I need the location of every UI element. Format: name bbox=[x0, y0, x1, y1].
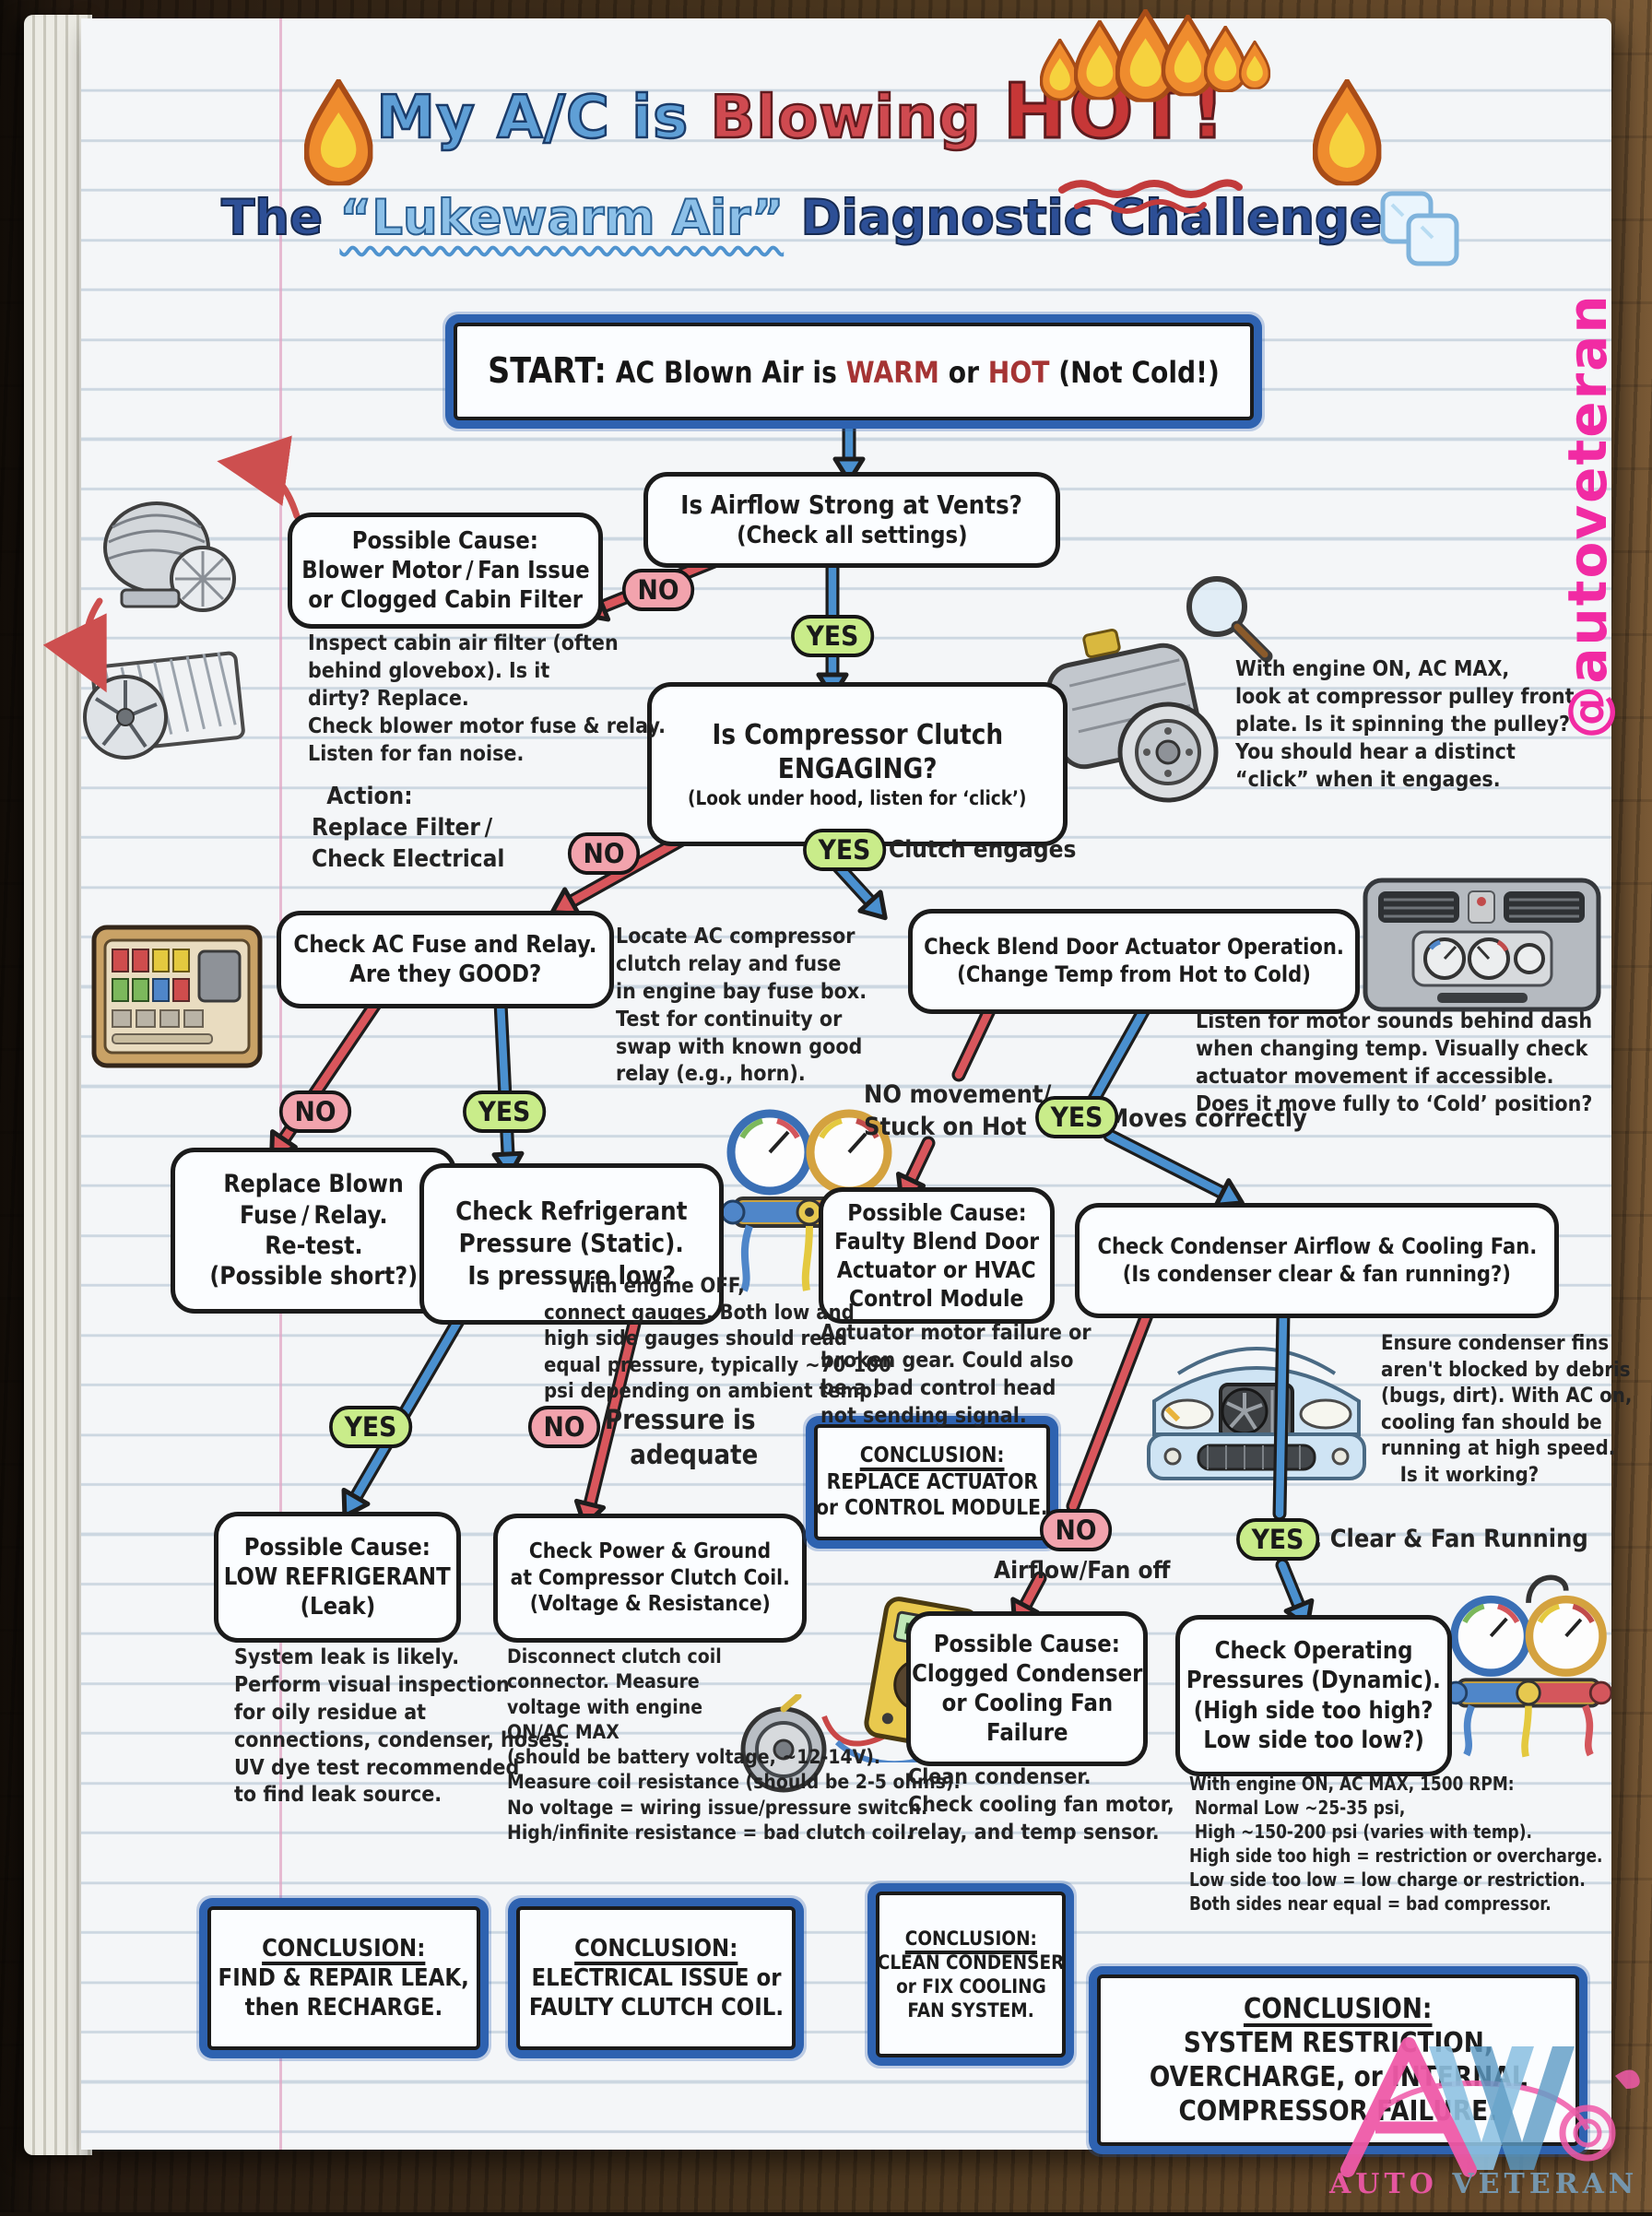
badge-yes-1: YES bbox=[791, 615, 874, 657]
manifold-gauges-sketch-2 bbox=[1444, 1563, 1613, 1771]
note-locate-relay: Locate AC compressor clutch relay and fu… bbox=[616, 925, 867, 1087]
blend-door-question: Check Blend Door Actuator Operation.(Cha… bbox=[908, 909, 1360, 1014]
flow-arrow bbox=[895, 1136, 936, 1203]
badge-yes-8: YES bbox=[1035, 1096, 1118, 1138]
note-engine-off: With engine OFF, connect gauges. Both lo… bbox=[544, 1275, 891, 1404]
flow-arrow bbox=[832, 409, 866, 484]
flow-arrow bbox=[951, 999, 998, 1082]
page-subtitle: The “Lukewarm Air” Diagnostic Challenge bbox=[220, 189, 1384, 247]
badge-yes-3: YES bbox=[803, 829, 886, 871]
note-airflow-fan-off: Airflow/Fan off bbox=[994, 1557, 1171, 1585]
flow-arrow bbox=[1086, 999, 1153, 1108]
badge-no-9: NO bbox=[1039, 1509, 1113, 1551]
curved-red-arrows bbox=[42, 435, 301, 693]
note-clean-condenser: Clean condenser. Check cooling fan motor… bbox=[908, 1765, 1174, 1845]
auto-veteran-wordmark: AUTO VETERAN bbox=[1329, 2168, 1639, 2200]
badge-no-7: NO bbox=[527, 1406, 601, 1448]
margin-line bbox=[279, 18, 282, 2150]
note-listen-motor: Listen for motor sounds behind dash when… bbox=[1196, 1009, 1593, 1116]
auto-veteran-logo bbox=[1318, 2024, 1650, 2212]
fuse-box-sketch bbox=[83, 914, 272, 1079]
badge-no-2: NO bbox=[567, 832, 641, 875]
note-system-leak: System leak is likely. Perform visual in… bbox=[234, 1645, 571, 1808]
dashboard-sketch bbox=[1360, 871, 1604, 1020]
flow-arrow bbox=[1272, 1305, 1291, 1521]
clutch-coil-sketch bbox=[728, 1692, 839, 1796]
notebook-page-edges bbox=[24, 15, 92, 2155]
car-front-sketch bbox=[1141, 1316, 1372, 1505]
conclusion-leak: CONCLUSION:FIND & REPAIR LEAK,then RECHA… bbox=[207, 1906, 480, 2050]
flow-arrow bbox=[1103, 1128, 1245, 1208]
watermark-handle: @autoveteran bbox=[1556, 293, 1619, 739]
flow-arrow bbox=[269, 996, 384, 1161]
note-action: Action: Replace Filter / Check Electrica… bbox=[312, 783, 505, 873]
note-engine-on-clutch: With engine ON, AC MAX, look at compress… bbox=[1235, 657, 1575, 792]
badge-yes-5: YES bbox=[463, 1090, 546, 1133]
note-engine-on-1500: With engine ON, AC MAX, 1500 RPM: Normal… bbox=[1189, 1773, 1603, 1915]
note-moves-correctly: Moves correctly bbox=[1106, 1104, 1307, 1133]
ice-cubes-icon bbox=[1380, 191, 1459, 266]
note-inspect-filter: Inspect cabin air filter (often behind g… bbox=[308, 631, 666, 766]
note-actuator-failure: Actuator motor failure or broken gear. C… bbox=[820, 1321, 1092, 1428]
note-disconnect-coil: Disconnect clutch coil connector. Measur… bbox=[507, 1645, 961, 1845]
flow-arrow bbox=[341, 1309, 468, 1519]
flow-arrow bbox=[1066, 1305, 1155, 1514]
cabin-filter-fan-sketch bbox=[65, 636, 254, 770]
badge-yes-10: YES bbox=[1236, 1518, 1319, 1561]
magnifier-icon bbox=[1178, 568, 1275, 665]
note-clear-fan: , Clear & Fan Running bbox=[1314, 1525, 1588, 1553]
condenser-question: Check Condenser Airflow & Cooling Fan.(I… bbox=[1075, 1203, 1559, 1318]
airflow-question: Is Airflow Strong at Vents?(Check all se… bbox=[643, 472, 1060, 568]
badge-yes-6: YES bbox=[329, 1406, 412, 1448]
badge-no-4: NO bbox=[278, 1090, 352, 1133]
hot-underline-squiggle bbox=[1058, 179, 1243, 214]
badge-no-0: NO bbox=[621, 569, 695, 611]
note-pressure-adequate: Pressure is adequate bbox=[605, 1404, 759, 1470]
fuse-question: Check AC Fuse and Relay.Are they GOOD? bbox=[277, 911, 614, 1008]
ac-compressor-sketch bbox=[1037, 619, 1235, 822]
note-ensure-fins: Ensure condenser fins aren't blocked by … bbox=[1381, 1332, 1633, 1487]
note-clutch-engages: , Clutch engages bbox=[873, 836, 1077, 864]
blower-motor-sketch bbox=[85, 490, 265, 619]
low-refrigerant-cause: Possible Cause:LOW REFRIGERANT(Leak) bbox=[214, 1512, 461, 1643]
start-box: START: AC Blown Air is WARM or HOT (Not … bbox=[454, 323, 1254, 420]
page-title: My A/C is Blowing HOT! bbox=[375, 67, 1228, 158]
note-no-movement: NO movement/ Stuck on Hot bbox=[864, 1080, 1052, 1142]
flow-arrow bbox=[491, 996, 525, 1179]
